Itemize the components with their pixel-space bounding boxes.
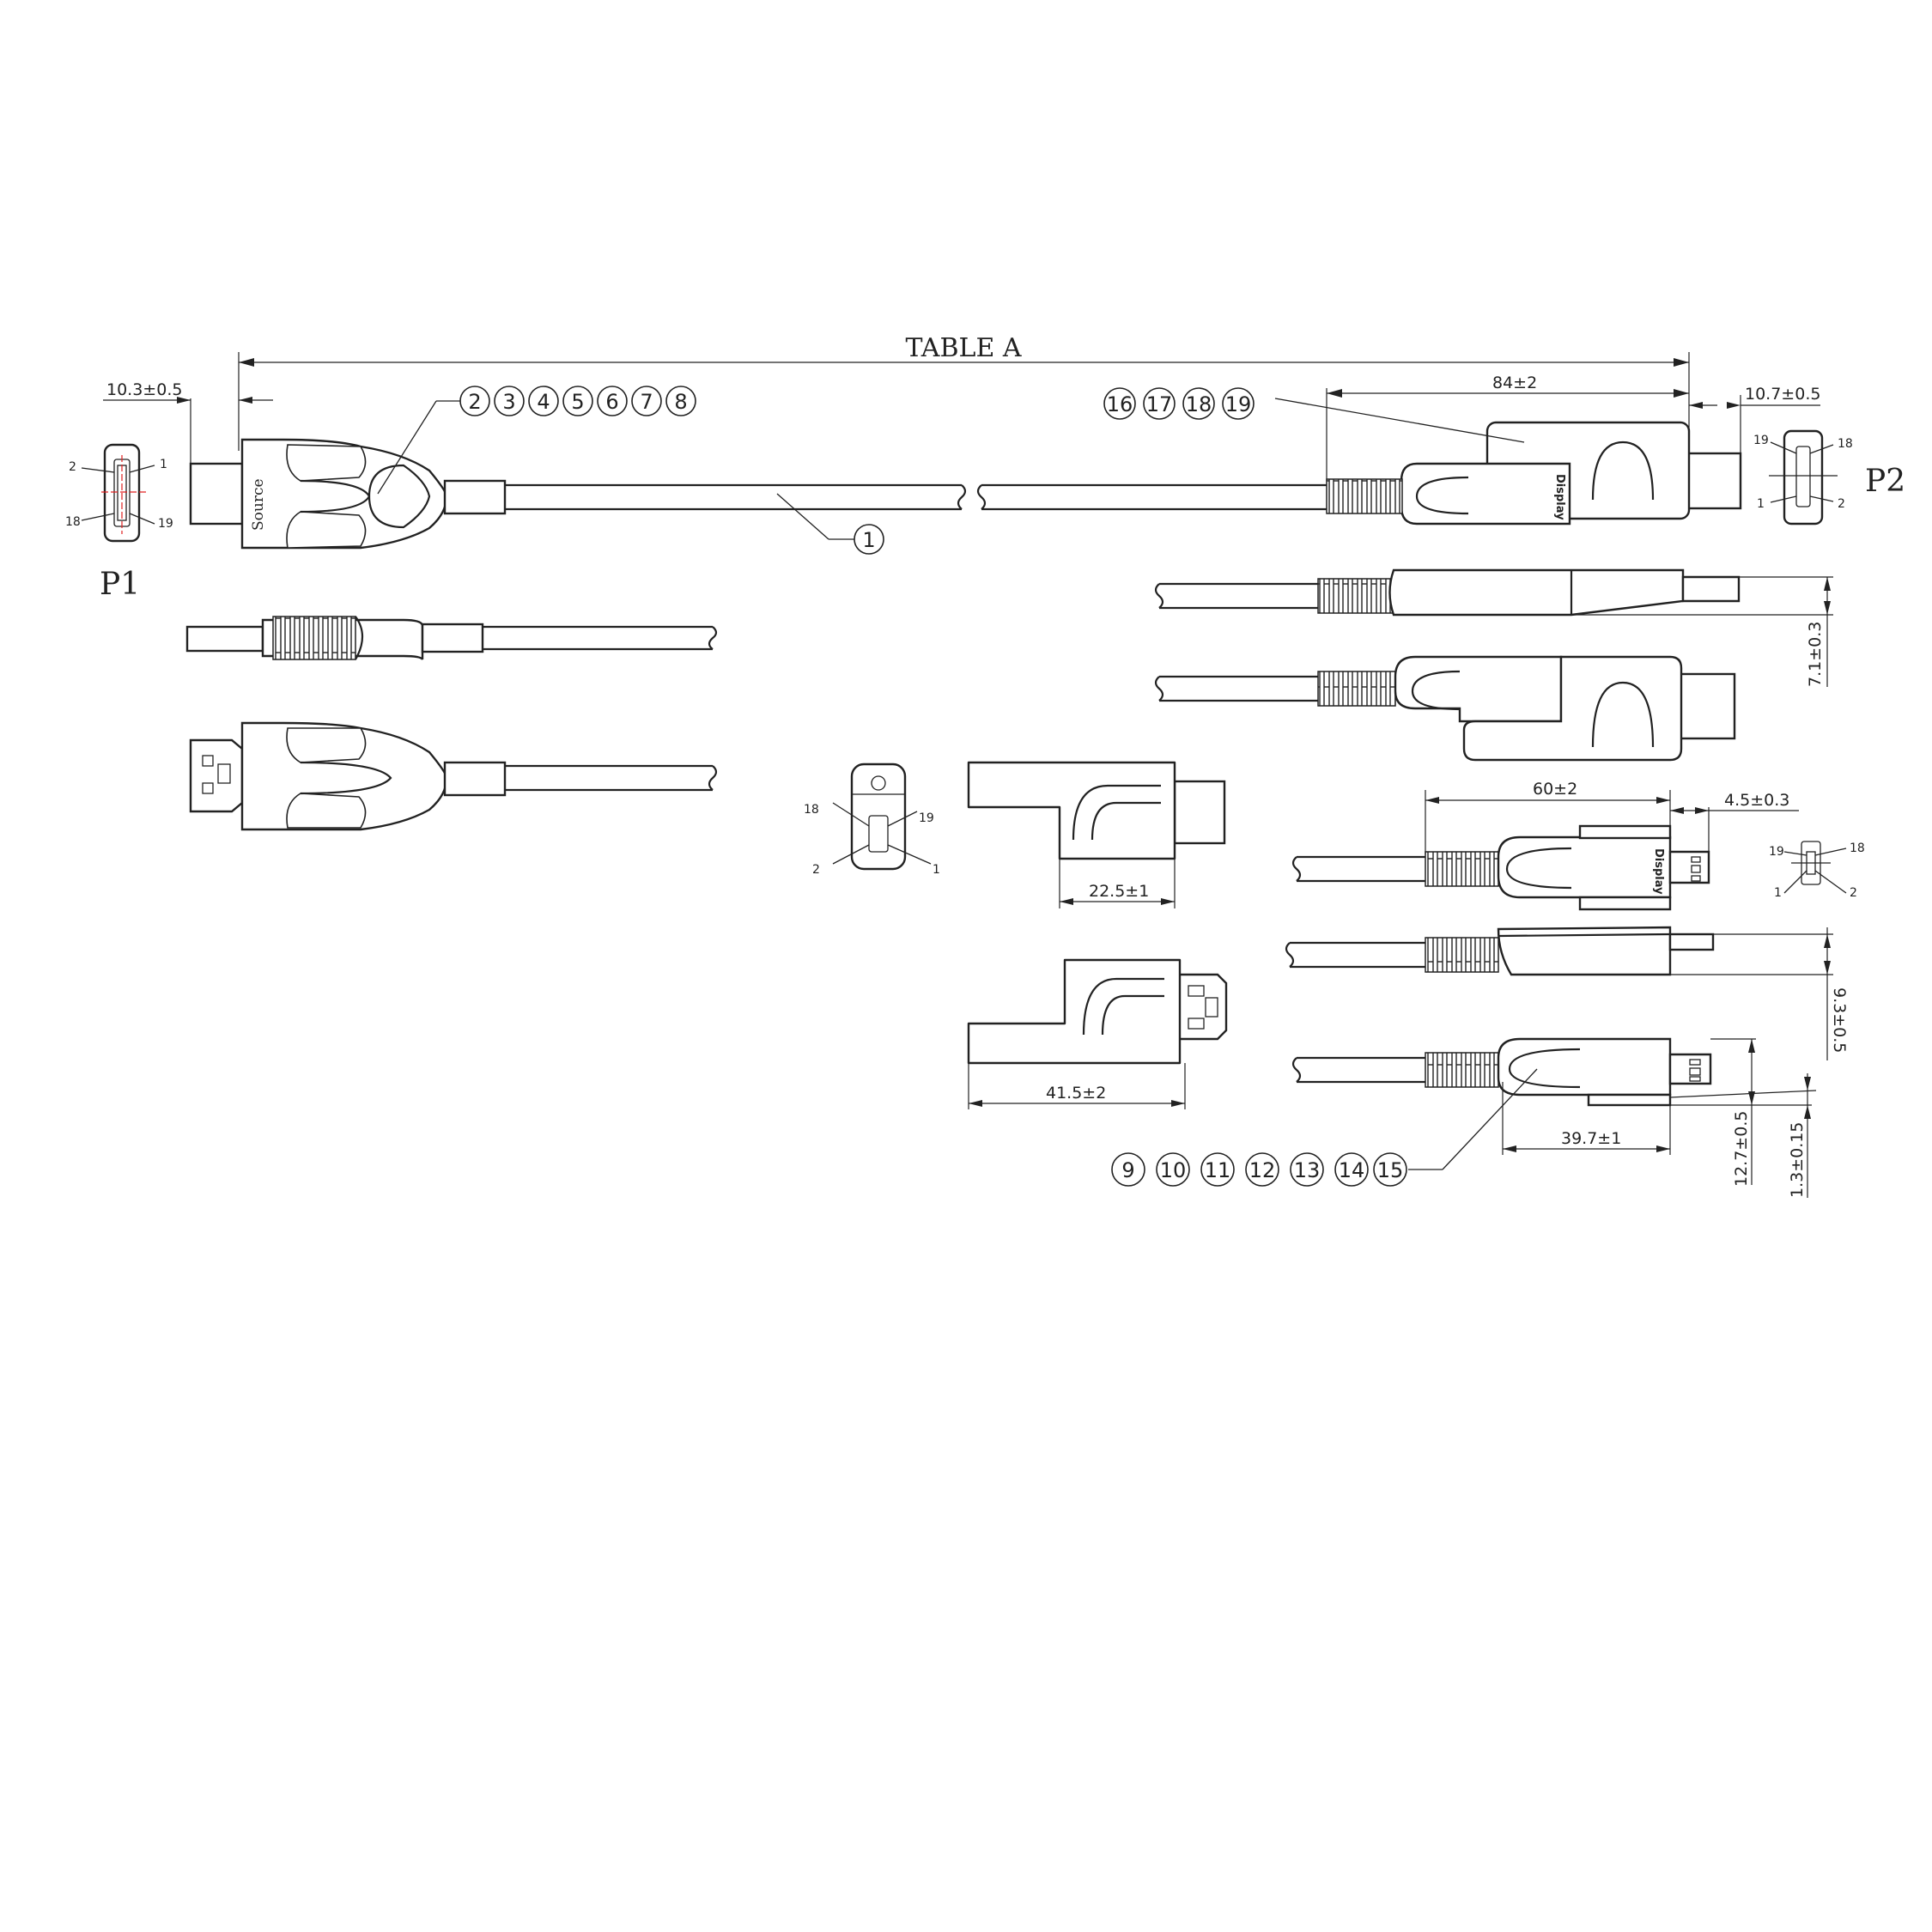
p1-connector-face: 2 1 18 19 P1 [65,443,173,602]
svg-text:1: 1 [160,458,167,471]
svg-text:2: 2 [1838,497,1845,511]
svg-text:19: 19 [158,517,173,531]
svg-text:12.7±0.5: 12.7±0.5 [1732,1111,1751,1187]
svg-text:19: 19 [1769,845,1784,859]
svg-text:2: 2 [468,390,481,414]
dim-micro-tip: 4.5±0.3 [1670,791,1799,852]
svg-text:84±2: 84±2 [1492,374,1537,392]
svg-text:11: 11 [1205,1158,1231,1182]
dim-micro-thick: 1.3±0.15 [1669,1073,1817,1198]
p2-connector-face: 19 18 1 2 P2 [1753,429,1905,526]
p1-label: P1 [100,567,140,602]
dim-mini-body: 60±2 [1425,780,1671,854]
mid-connector-face: 18 19 2 1 [804,762,940,877]
svg-text:5: 5 [571,390,584,414]
svg-text:Display: Display [1652,848,1665,895]
display-text: Display [1553,474,1566,520]
svg-text:8: 8 [674,390,687,414]
source-text: Source [250,478,267,531]
svg-text:22.5±1: 22.5±1 [1089,882,1149,901]
svg-text:19: 19 [919,811,934,825]
svg-text:3: 3 [502,390,515,414]
dim-p1-mouth: 10.3±0.5 [103,380,273,464]
micro-plug [1291,1037,1712,1107]
svg-text:2: 2 [69,460,76,474]
dim-micro-body: 39.7±1 [1502,1082,1671,1155]
svg-text:9: 9 [1121,1158,1134,1182]
svg-text:10: 10 [1160,1158,1187,1182]
svg-text:18: 18 [804,803,819,817]
adapter-a: 22.5±1 [967,761,1226,908]
dim-p2-mouth: 10.7±0.5 [1689,385,1820,455]
svg-text:19: 19 [1753,434,1769,447]
source-plug-front [189,721,718,831]
dim-height-tall: 12.7±0.5 [1670,1038,1812,1187]
svg-text:7: 7 [640,390,653,414]
small-connector-face: 19 18 1 2 [1769,841,1865,900]
overall-length-dimension: TABLE A [238,333,1690,451]
svg-text:14: 14 [1339,1158,1365,1182]
callout-cable: 1 [776,493,884,555]
callout-micro-group: 9 10 11 12 13 14 15 [1111,1068,1538,1187]
source-plug-top: Source [189,438,1327,550]
mini-plug: Display [1291,824,1710,911]
display-plug-side [1154,568,1833,617]
svg-text:2: 2 [1850,886,1857,900]
svg-text:19: 19 [1225,392,1252,416]
source-plug-side [185,616,718,660]
svg-text:41.5±2: 41.5±2 [1046,1084,1106,1103]
svg-text:1.3±0.15: 1.3±0.15 [1788,1122,1807,1198]
p2-label: P2 [1865,464,1905,499]
dim-display-body: 84±2 [1326,374,1689,481]
mini-plug-side [1285,926,1833,976]
callout-display-group: 16 17 18 19 [1103,387,1525,443]
svg-text:6: 6 [605,390,618,414]
svg-text:2: 2 [812,863,820,877]
svg-text:12: 12 [1249,1158,1276,1182]
svg-text:4: 4 [537,390,550,414]
svg-text:13: 13 [1294,1158,1321,1182]
display-plug-detached [1154,655,1736,762]
table-a-label: TABLE A [905,333,1021,363]
svg-text:9.3±0.5: 9.3±0.5 [1830,987,1849,1053]
svg-text:18: 18 [1850,841,1865,855]
svg-text:4.5±0.3: 4.5±0.3 [1724,791,1789,810]
dim-height-large: 7.1±0.3 [1806,577,1831,687]
svg-text:15: 15 [1377,1158,1404,1182]
svg-text:18: 18 [65,515,81,529]
display-plug-top: Display [1326,421,1742,526]
dim-p1-mouth-text: 10.3±0.5 [106,380,182,399]
adapter-b: 41.5±2 [967,958,1228,1109]
svg-text:1: 1 [1757,497,1765,511]
callout-source-group: 2 3 4 5 6 7 8 [377,386,696,495]
svg-text:1: 1 [933,863,940,877]
svg-text:1: 1 [862,528,875,552]
svg-text:18: 18 [1186,392,1212,416]
svg-text:17: 17 [1146,392,1173,416]
svg-text:1: 1 [1774,886,1782,900]
svg-text:10.7±0.5: 10.7±0.5 [1745,385,1820,404]
svg-text:16: 16 [1107,392,1133,416]
svg-text:18: 18 [1838,437,1853,451]
svg-text:7.1±0.3: 7.1±0.3 [1806,622,1825,687]
svg-text:60±2: 60±2 [1533,780,1577,799]
dim-height-mid: 9.3±0.5 [1824,927,1849,1060]
svg-text:39.7±1: 39.7±1 [1561,1129,1621,1148]
